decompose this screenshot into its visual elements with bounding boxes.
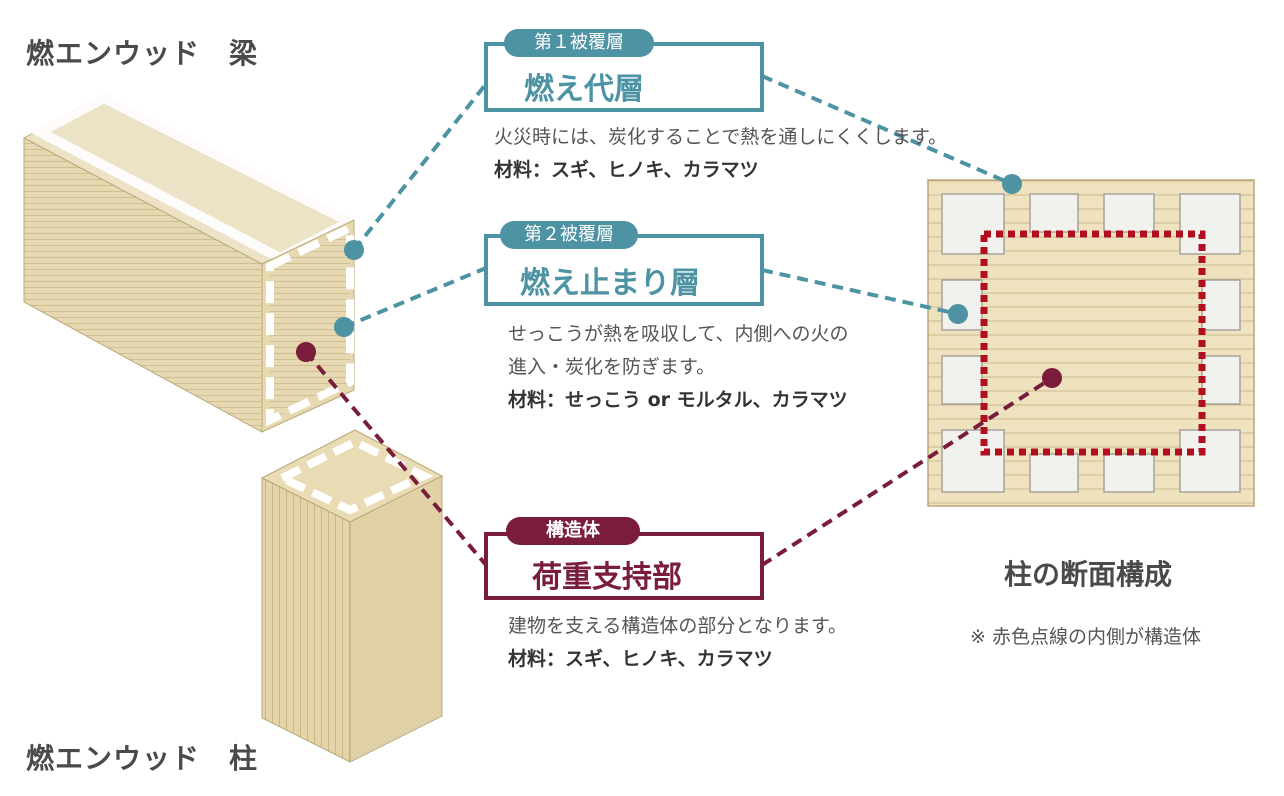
beam-illustration xyxy=(22,92,362,433)
leader-dots xyxy=(296,174,1062,388)
first-layer-name: 燃え代層 xyxy=(524,72,644,107)
second-layer-desc-line-2: 進入・炭化を防ぎます。 xyxy=(508,356,716,378)
first-layer-description: 火災時には、炭化することで熱を通しにくくします。 材料：スギ、ヒノキ、カラマツ xyxy=(494,121,947,187)
second-layer-name: 燃え止まり層 xyxy=(520,266,700,301)
core-description: 建物を支える構造体の部分となります。 材料：スギ、ヒノキ、カラマツ xyxy=(508,610,847,676)
core-material: 材料：スギ、ヒノキ、カラマツ xyxy=(508,648,773,670)
leader-first-left xyxy=(352,82,488,252)
leader-first-right xyxy=(761,74,1013,186)
leader-second-left xyxy=(343,266,487,329)
cross-section-title: 柱の断面構成 xyxy=(1004,558,1173,591)
second-layer-desc-line-1: せっこうが熱を吸収して、内側への火の xyxy=(508,323,849,345)
leader-core-left xyxy=(304,350,488,567)
first-layer-pill: 第１被覆層 xyxy=(504,29,654,57)
first-layer-material: 材料：スギ、ヒノキ、カラマツ xyxy=(494,159,759,181)
leader-core-right xyxy=(760,376,1054,567)
first-layer-desc-line: 火災時には、炭化することで熱を通しにくくします。 xyxy=(494,126,948,148)
core-desc-line: 建物を支える構造体の部分となります。 xyxy=(508,615,847,637)
structure-dotted-boundary xyxy=(980,230,1206,456)
column-cross-section xyxy=(927,179,1255,507)
leader-lines xyxy=(304,74,1054,567)
second-layer-material: 材料：せっこう or モルタル、カラマツ xyxy=(508,389,848,411)
beam-gypsum-layer xyxy=(266,221,354,427)
second-layer-description: せっこうが熱を吸収して、内側への火の 進入・炭化を防ぎます。 材料：せっこう o… xyxy=(508,318,848,417)
core-box: 荷重支持部 xyxy=(484,532,764,600)
beam-title: 燃エンウッド 梁 xyxy=(26,37,259,70)
column-illustration xyxy=(260,429,444,763)
core-pill: 構造体 xyxy=(506,517,640,545)
column-gypsum-layer xyxy=(272,437,434,515)
column-front-face xyxy=(349,475,443,763)
cross-section-note: ※ 赤色点線の内側が構造体 xyxy=(970,626,1201,648)
leader-second-right xyxy=(761,268,959,316)
second-layer-pill: 第２被覆層 xyxy=(500,221,638,249)
core-name: 荷重支持部 xyxy=(532,560,682,595)
column-side-face xyxy=(261,477,351,763)
column-title: 燃エンウッド 柱 xyxy=(26,742,259,775)
